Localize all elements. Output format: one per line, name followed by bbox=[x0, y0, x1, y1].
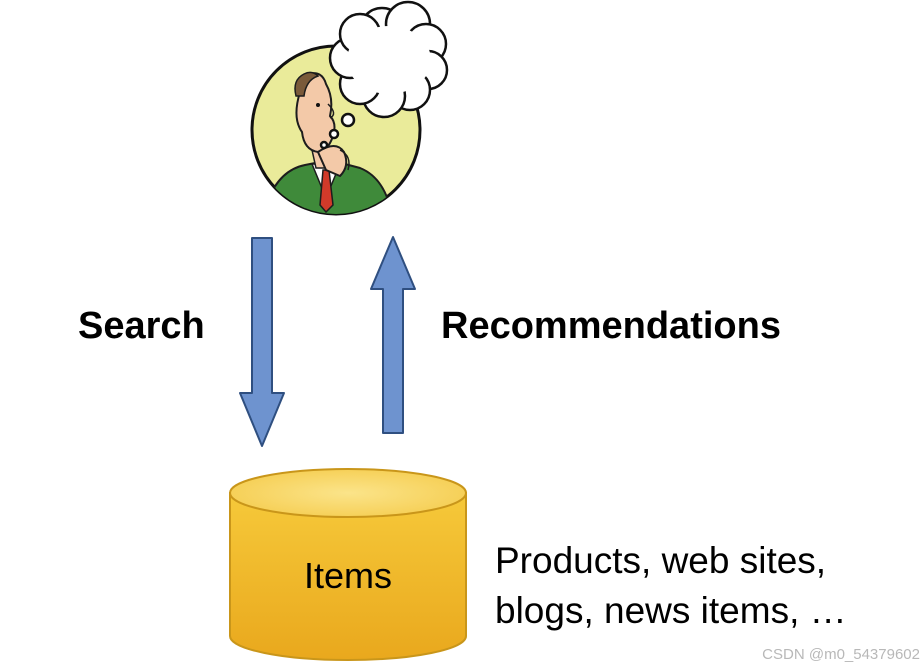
database-cylinder-icon bbox=[229, 468, 467, 661]
recommendations-label: Recommendations bbox=[441, 305, 781, 347]
search-label: Search bbox=[78, 305, 205, 347]
thought-bubble-icon bbox=[319, 0, 449, 150]
up-arrow-icon bbox=[370, 236, 416, 434]
watermark: CSDN @m0_54379602 bbox=[762, 646, 920, 663]
down-arrow-icon bbox=[239, 237, 285, 447]
items-description-line: blogs, news items, … bbox=[495, 590, 847, 631]
items-description-line: Products, web sites, bbox=[495, 540, 827, 581]
items-label: Items bbox=[303, 555, 392, 596]
